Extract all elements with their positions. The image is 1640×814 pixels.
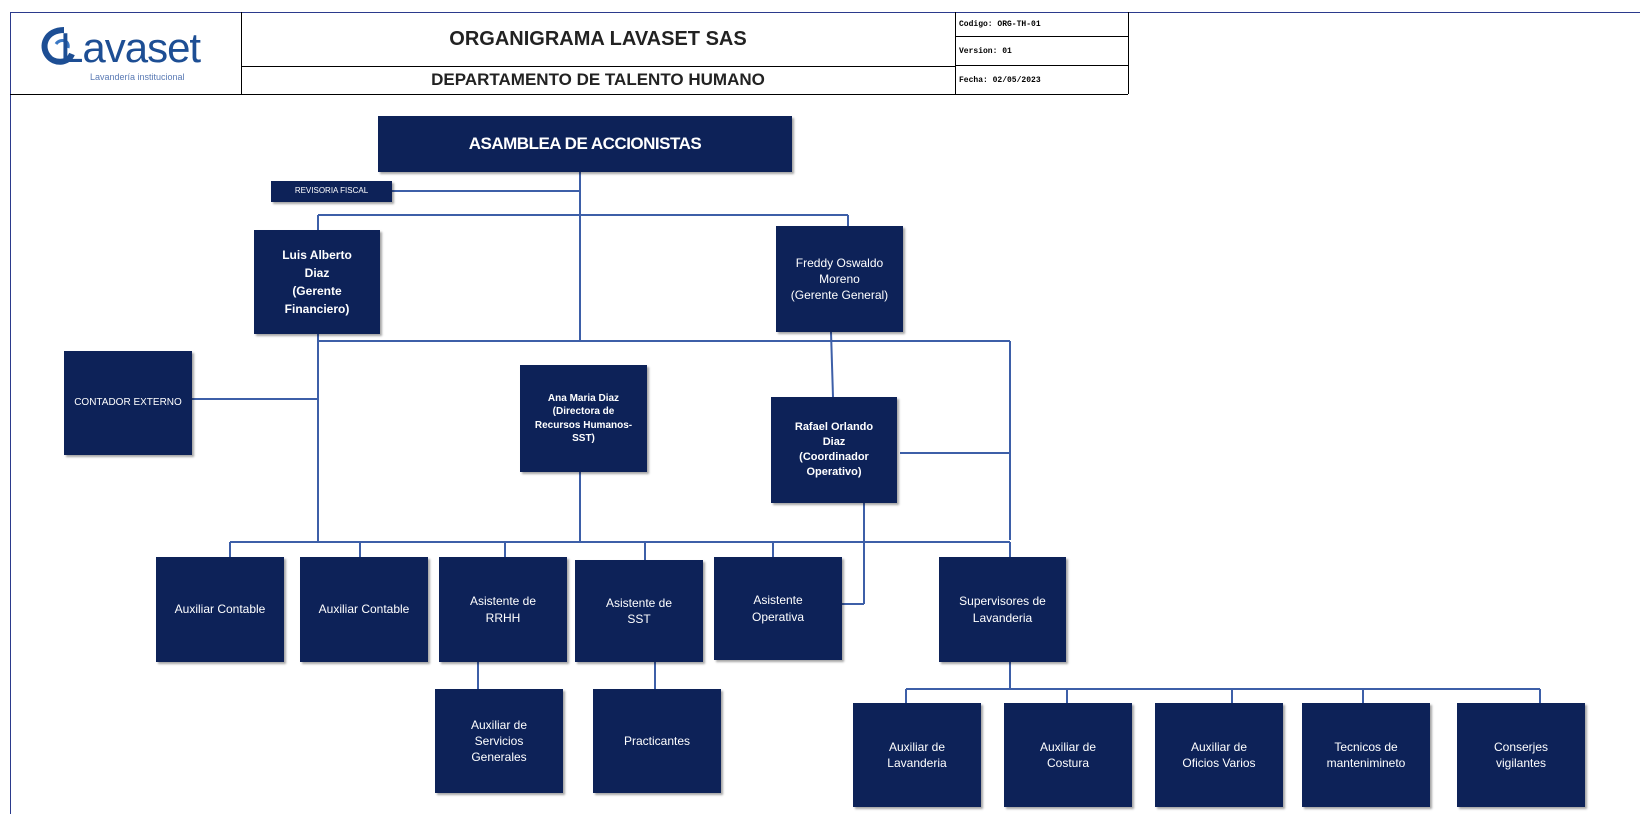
- supervisores-lavanderia-box: Supervisores de Lavanderia: [939, 557, 1066, 662]
- department-title: DEPARTAMENTO DE TALENTO HUMANO: [431, 70, 765, 89]
- asistente-operativa-box: Asistente Operativa: [714, 557, 842, 660]
- coordinador-operativo-box: Rafael Orlando Diaz (Coordinador Operati…: [771, 397, 897, 503]
- gerente-general-box: Freddy Oswaldo Moreno (Gerente General): [776, 226, 903, 332]
- logo-tagline: Lavandería institucional: [90, 72, 185, 82]
- directora-rrhh-box: Ana Maria Diaz (Directora de Recursos Hu…: [520, 365, 647, 472]
- logo-text: Lavaset: [60, 24, 201, 71]
- header-divider: [1128, 12, 1129, 94]
- document-title: ORGANIGRAMA LAVASET SAS: [241, 12, 955, 67]
- company-logo: Lavaset Lavandería institucional: [10, 12, 241, 94]
- auxiliar-costura-box: Auxiliar de Costura: [1004, 703, 1132, 807]
- auxiliar-contable-box: Auxiliar Contable: [300, 557, 428, 662]
- asistente-sst-box: Asistente de SST: [575, 560, 703, 662]
- gerente-financiero-box: Luis Alberto Diaz (Gerente Financiero): [254, 230, 380, 334]
- asamblea-accionistas-box: ASAMBLEA DE ACCIONISTAS: [378, 116, 792, 172]
- page-frame: [10, 12, 1640, 814]
- document-header: Lavaset Lavandería institucional ORGANIG…: [10, 12, 1129, 95]
- auxiliar-contable-box: Auxiliar Contable: [156, 557, 284, 662]
- conserjes-vigilantes-box: Conserjes vigilantes: [1457, 703, 1585, 807]
- practicantes-box: Practicantes: [593, 689, 721, 793]
- auxiliar-lavanderia-box: Auxiliar de Lavanderia: [853, 703, 981, 807]
- logo-swirl-icon: [41, 27, 75, 65]
- auxiliar-servicios-generales-box: Auxiliar de Servicios Generales: [435, 689, 563, 793]
- document-version: Version: 01: [955, 37, 1128, 66]
- header-divider: [241, 12, 242, 94]
- asistente-rrhh-box: Asistente de RRHH: [439, 557, 567, 662]
- revisoria-fiscal-box: REVISORIA FISCAL: [271, 181, 392, 202]
- contador-externo-box: CONTADOR EXTERNO: [64, 351, 192, 455]
- tecnicos-mantenimiento-box: Tecnicos de mantenimineto: [1302, 703, 1430, 807]
- auxiliar-oficios-varios-box: Auxiliar de Oficios Varios: [1155, 703, 1283, 807]
- document-code: Codigo: ORG-TH-01: [955, 12, 1128, 37]
- document-date: Fecha: 02/05/2023: [959, 75, 1041, 85]
- header-divider: [955, 12, 956, 94]
